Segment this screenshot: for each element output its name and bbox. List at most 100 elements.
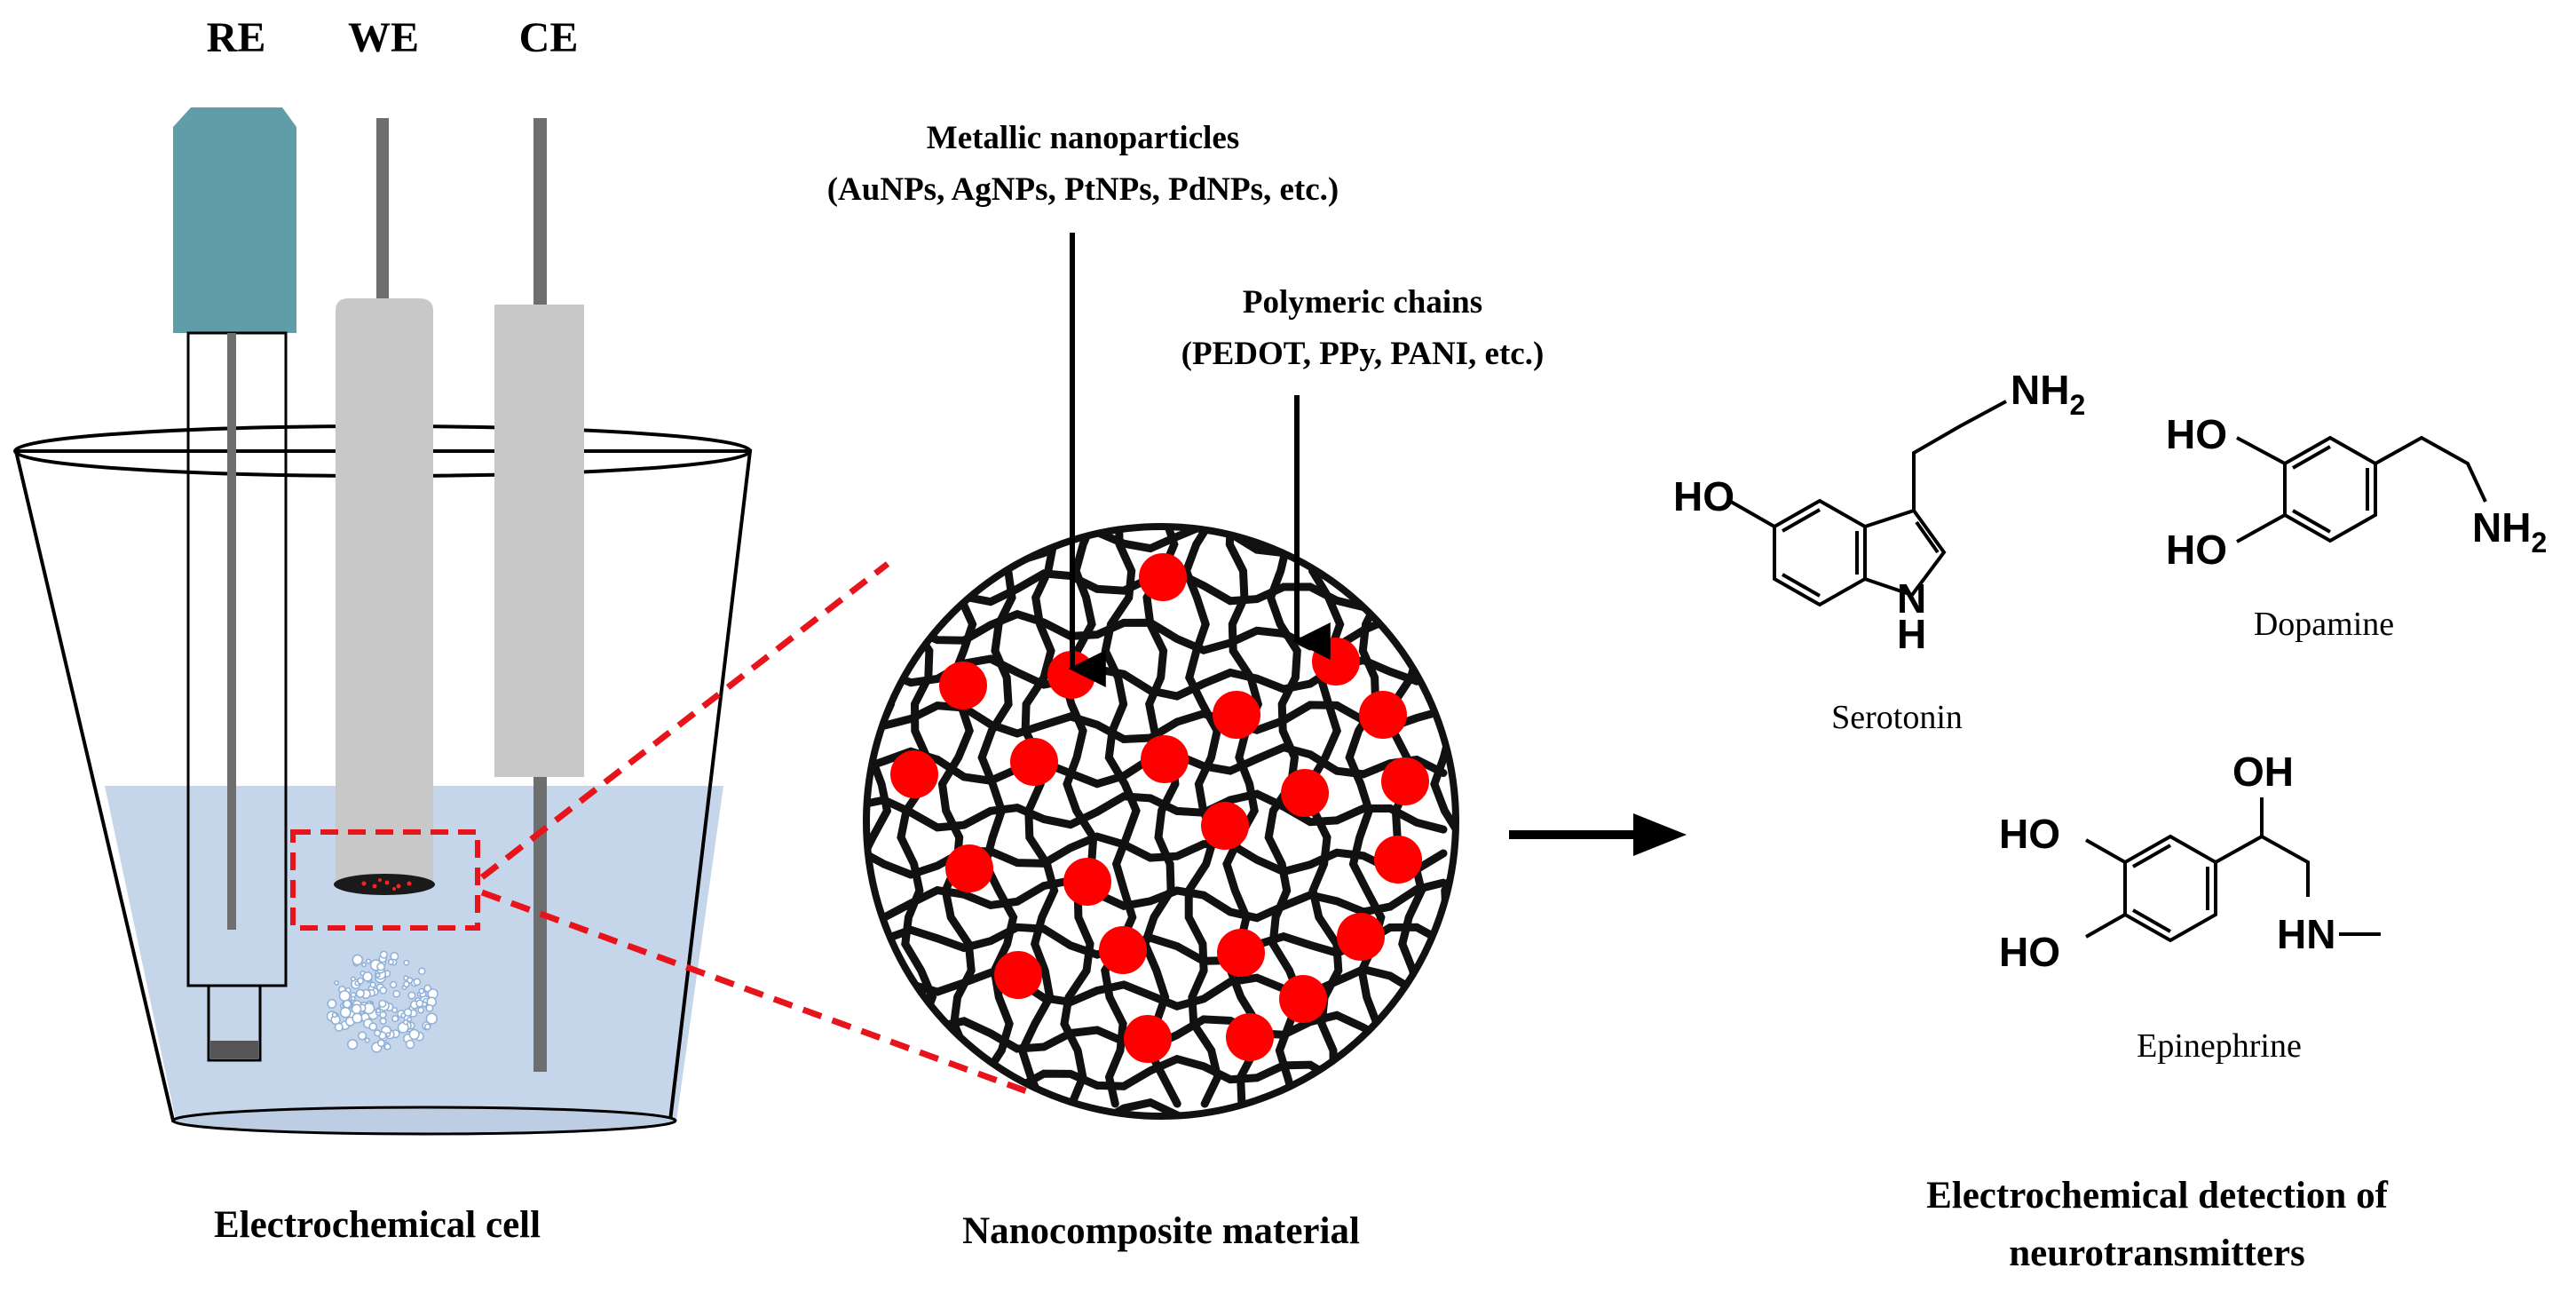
polymer-chain	[866, 701, 1448, 744]
cell-caption: Electrochemical cell	[214, 1204, 541, 1246]
dispersion-droplet	[368, 1022, 378, 1032]
nanoparticle	[1141, 735, 1189, 783]
detection-caption-line1: Electrochemical detection of	[1926, 1175, 2388, 1217]
epinephrine-hn-label: HN	[2277, 911, 2335, 957]
nanoparticles-examples: (AuNPs, AgNPs, PtNPs, PdNPs, etc.)	[827, 171, 1339, 208]
nanoparticle	[994, 951, 1042, 999]
dispersion-droplet	[352, 954, 364, 966]
polymer-chain	[1017, 527, 1059, 1108]
dispersion-droplet	[376, 1039, 385, 1048]
dispersion-droplet	[379, 1011, 387, 1019]
dispersion-droplet	[350, 976, 356, 982]
serotonin-ho-label: HO	[1673, 473, 1734, 519]
nanoparticle	[1124, 1015, 1172, 1063]
polymer-chain	[897, 527, 937, 1108]
nanoparticle	[1217, 929, 1265, 977]
polymer-chain	[866, 789, 1448, 834]
nanoparticle	[1010, 738, 1058, 786]
dopamine-structure	[2236, 435, 2487, 543]
polymers-examples: (PEDOT, PPy, PANI, etc.)	[1181, 336, 1545, 372]
nanoparticle	[1381, 757, 1429, 805]
polymer-chain	[1222, 527, 1263, 1108]
dispersion-droplet	[358, 1031, 367, 1041]
dispersion-droplet	[425, 1003, 434, 1012]
dispersion-droplet	[425, 1012, 438, 1025]
epinephrine-structure	[2085, 797, 2381, 943]
reference-electrode	[173, 107, 296, 1062]
dispersion-droplet	[392, 989, 401, 998]
serotonin-structure	[1730, 400, 2007, 607]
nanoparticle	[1099, 926, 1147, 974]
dispersion-droplet	[351, 1003, 362, 1015]
epinephrine-name: Epinephrine	[2137, 1027, 2302, 1065]
dispersion-droplet	[379, 1017, 387, 1025]
dispersion-droplet	[418, 967, 426, 976]
dispersion-droplet	[375, 972, 381, 979]
reference-electrode-tip	[207, 984, 262, 1062]
nanoparticle	[1337, 913, 1385, 961]
dispersion-droplet	[387, 958, 394, 965]
serotonin-name: Serotonin	[1831, 699, 1963, 736]
dispersion-droplet	[385, 1032, 391, 1037]
epinephrine-ho-top-label: HO	[1999, 811, 2060, 857]
dispersion-droplet	[331, 1011, 338, 1019]
polymer-chain	[866, 964, 1448, 1011]
dispersion-droplet	[352, 1012, 363, 1024]
reference-electrode-inner-wire	[227, 333, 236, 930]
serotonin-nh2-label: NH2	[2011, 367, 2085, 421]
polymer-chain	[866, 1098, 1448, 1116]
electrochemical-cell	[13, 107, 753, 1136]
dispersion-droplet	[347, 1039, 359, 1050]
we-label: WE	[348, 14, 419, 61]
dopamine-ho-bottom-label: HO	[2166, 527, 2227, 573]
dispersion-droplet	[407, 991, 416, 1000]
nanoparticle	[890, 750, 938, 798]
ce-label: CE	[519, 14, 579, 61]
polymers-title: Polymeric chains	[1243, 284, 1482, 321]
dispersion-droplet	[339, 1006, 352, 1019]
counter-electrode	[494, 118, 584, 1072]
serotonin-ring-n-label: N	[1897, 575, 1926, 622]
dispersion-droplet	[379, 950, 388, 959]
process-arrow	[1509, 813, 1687, 856]
dispersion-droplet	[403, 1008, 413, 1017]
nanoparticle	[1279, 975, 1327, 1023]
dispersion-droplet	[383, 1042, 391, 1050]
dispersion-droplet	[417, 1006, 425, 1014]
dispersion-droplet	[374, 1029, 382, 1037]
dispersion-droplet	[403, 975, 409, 981]
nanocomposite-circle	[863, 523, 1459, 1120]
dopamine-nh2-label: NH2	[2472, 504, 2547, 559]
dispersion-droplet	[390, 980, 398, 989]
nanoparticle	[1359, 691, 1407, 739]
dispersion-droplet	[376, 962, 385, 971]
dispersion-droplet	[391, 1006, 399, 1013]
dispersion-droplet	[364, 1037, 370, 1043]
nanoparticle	[1281, 769, 1329, 817]
working-electrode-wire	[376, 118, 389, 305]
nanoparticle	[1201, 802, 1249, 850]
dispersion-droplet	[418, 987, 425, 995]
nanoparticle	[1312, 638, 1360, 686]
counter-electrode-wire-bottom	[533, 777, 547, 1072]
dispersion-droplet	[334, 979, 339, 986]
dispersion-droplet	[402, 1019, 409, 1026]
reference-electrode-frit	[210, 1041, 258, 1058]
nanoparticle	[1063, 858, 1111, 906]
dispersion-droplet	[378, 999, 387, 1008]
polymer-chain	[1385, 527, 1426, 1108]
dispersion-droplet	[357, 977, 365, 985]
dispersion-droplet	[355, 988, 365, 998]
nanoparticle	[1226, 1013, 1274, 1061]
dispersion-droplet	[403, 959, 410, 966]
dispersion-droplet	[391, 1015, 399, 1023]
dispersion-droplet	[327, 998, 337, 1009]
epinephrine-ho-bottom-label: HO	[1999, 929, 2060, 975]
dispersion-droplet	[350, 995, 356, 1002]
dopamine-ho-top-label: HO	[2166, 411, 2227, 457]
serotonin-ring-h-label: H	[1897, 611, 1926, 657]
polymer-chain	[977, 527, 1018, 1108]
polymer-chain	[866, 742, 1448, 789]
nanoparticle	[1139, 553, 1187, 601]
beaker-bottom	[171, 1106, 677, 1136]
